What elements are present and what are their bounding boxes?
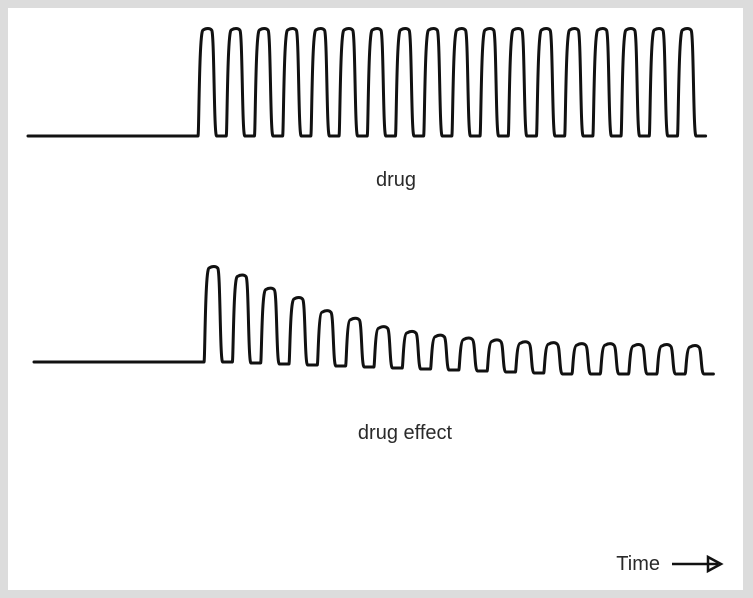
right-arrow-icon: [672, 554, 724, 574]
drug-label: drug: [376, 169, 416, 191]
drug-effect-trace: [32, 265, 715, 376]
drug-effect-label: drug effect: [358, 422, 453, 444]
time-label: Time: [616, 553, 660, 575]
drug-trace: [26, 27, 708, 138]
